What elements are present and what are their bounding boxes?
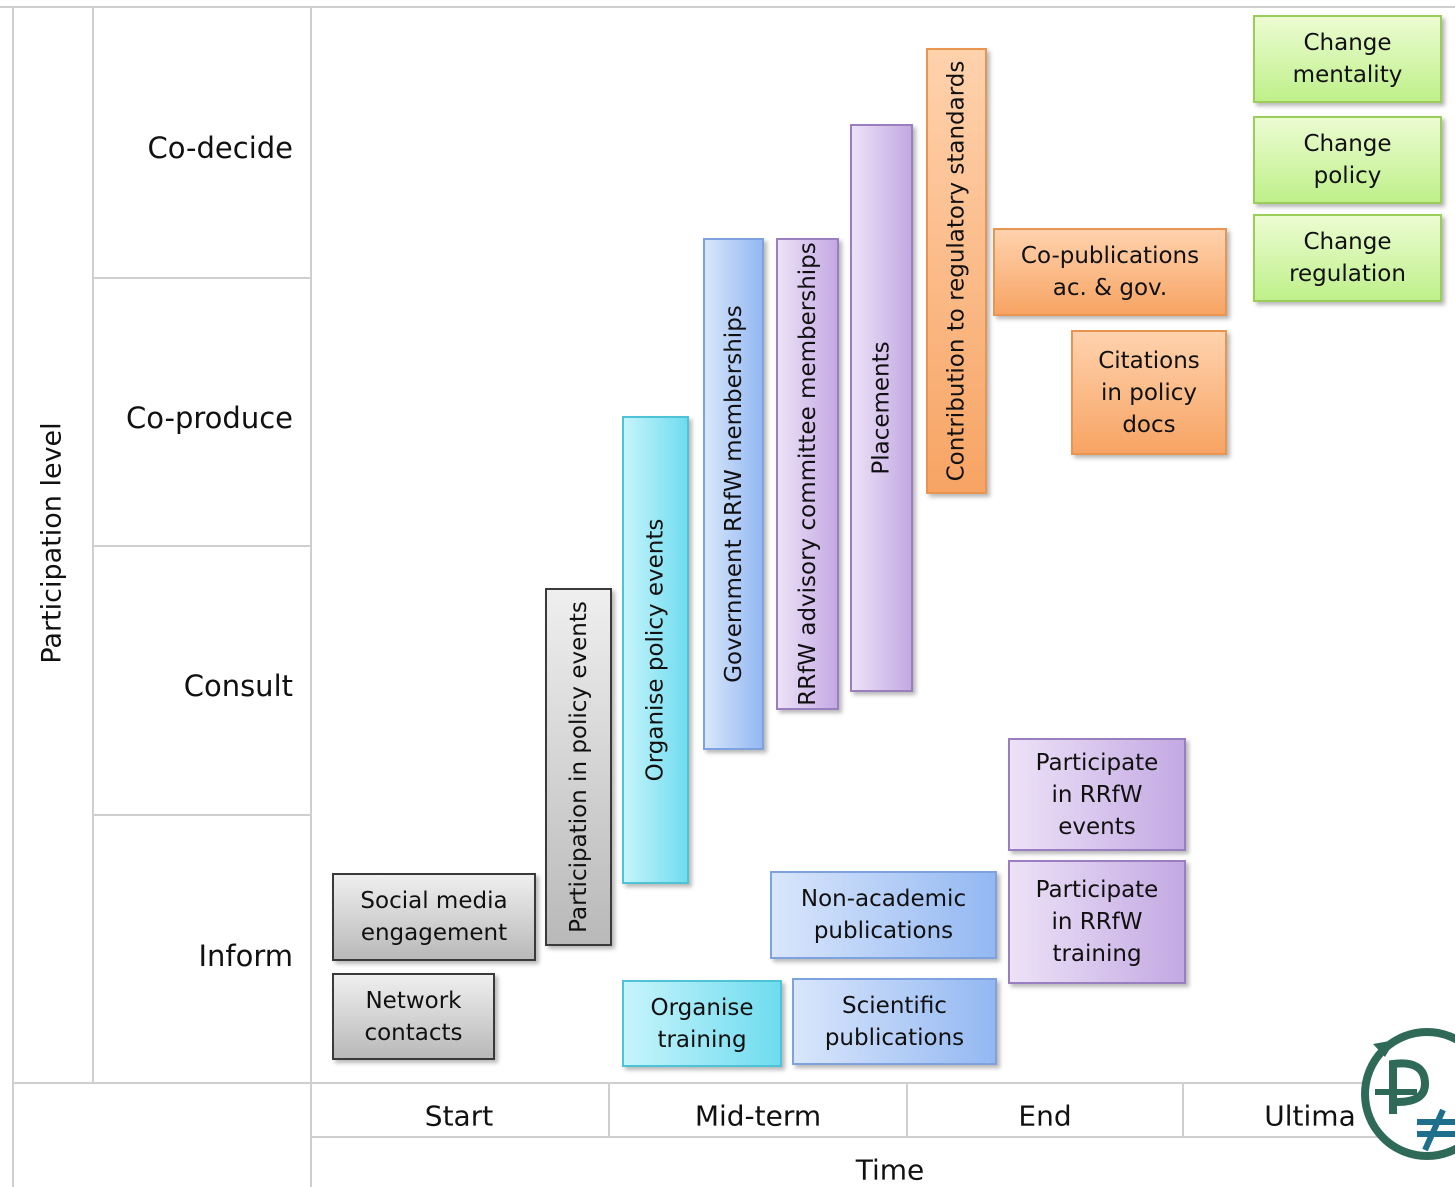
activity-placements: Placements xyxy=(850,124,913,692)
time-phase-ultima: Ultima xyxy=(1264,1099,1356,1133)
activity-label: Government RRfW memberships xyxy=(720,305,747,683)
activity-participate-in-rrfw-training: Participate in RRfW training xyxy=(1008,860,1186,984)
activity-label: Citations in policy docs xyxy=(1098,347,1200,438)
activity-organise-policy-events: Organise policy events xyxy=(622,416,689,884)
grid-line-coproduce-consult xyxy=(92,545,310,547)
grid-line-codecide-coproduce xyxy=(92,277,310,279)
activity-label: Network contacts xyxy=(364,987,463,1046)
activity-co-publications: Co-publications ac. & gov. xyxy=(993,228,1227,316)
activity-non-academic-publications: Non-academic publications xyxy=(770,871,997,959)
activity-label: Co-publications ac. & gov. xyxy=(1020,243,1200,301)
level-label-co-produce: Co-produce xyxy=(125,401,293,435)
activity-citations-in-policy-docs: Citations in policy docs xyxy=(1071,330,1227,455)
activity-rrfw-advisory-committee-memberships: RRfW advisory committee memberships xyxy=(776,238,839,710)
activity-participate-in-rrfw-events: Participate in RRfW events xyxy=(1008,738,1186,851)
activity-label: Scientific publications xyxy=(824,992,965,1051)
grid-line-left-inner xyxy=(92,6,94,1082)
activity-organise-training: Organise training xyxy=(622,980,782,1067)
activity-label: Participation in policy events xyxy=(565,601,592,933)
activity-change-policy: Change policy xyxy=(1253,116,1442,204)
level-label-consult: Consult xyxy=(183,669,293,703)
activity-change-mentality: Change mentality xyxy=(1253,15,1442,103)
grid-line-time-title xyxy=(310,1136,1455,1138)
grid-line-plot-left xyxy=(310,6,312,1187)
level-label-inform: Inform xyxy=(198,939,293,973)
activity-label: Change mentality xyxy=(1292,30,1403,88)
time-phase-start: Start xyxy=(424,1099,494,1133)
grid-line-phase-3 xyxy=(1182,1082,1184,1136)
grid-line-left-outer xyxy=(12,6,14,1187)
activity-label: RRfW advisory committee memberships xyxy=(794,242,821,706)
logo-icon xyxy=(1361,1028,1455,1160)
activity-participation-in-policy-events: Participation in policy events xyxy=(545,588,612,946)
time-phase-mid-term: Mid-term xyxy=(694,1099,822,1133)
activity-label: Organise training xyxy=(650,994,754,1053)
grid-line-time-axis xyxy=(12,1082,1455,1084)
level-label-co-decide: Co-decide xyxy=(147,131,294,165)
activity-label: Change policy xyxy=(1303,131,1392,189)
grid-line-phase-2 xyxy=(906,1082,908,1136)
activity-label: Change regulation xyxy=(1289,229,1406,287)
activity-label: Participate in RRfW events xyxy=(1035,749,1159,840)
activity-label: Placements xyxy=(868,341,895,475)
x-axis-title: Time xyxy=(855,1153,925,1187)
activity-social-media-engagement: Social media engagement xyxy=(332,873,536,961)
activity-label: Non-academic publications xyxy=(800,886,967,944)
time-phase-end: End xyxy=(1018,1099,1072,1133)
activity-label: Organise policy events xyxy=(642,518,669,782)
activity-scientific-publications: Scientific publications xyxy=(792,978,997,1065)
grid-line-consult-inform xyxy=(92,814,310,816)
activity-label: Contribution to regulatory standards xyxy=(943,60,970,482)
activity-label: Social media engagement xyxy=(360,888,508,946)
activity-network-contacts: Network contacts xyxy=(332,973,495,1060)
y-axis-title: Participation level xyxy=(36,422,68,664)
activity-contribution-to-regulatory-standards: Contribution to regulatory standards xyxy=(926,48,987,494)
grid-line-phase-1 xyxy=(608,1082,610,1136)
activity-change-regulation: Change regulation xyxy=(1253,214,1442,302)
activity-label: Participate in RRfW training xyxy=(1035,877,1159,967)
activity-government-rrfw-memberships: Government RRfW memberships xyxy=(703,238,764,750)
grid-line-top xyxy=(0,6,1455,8)
